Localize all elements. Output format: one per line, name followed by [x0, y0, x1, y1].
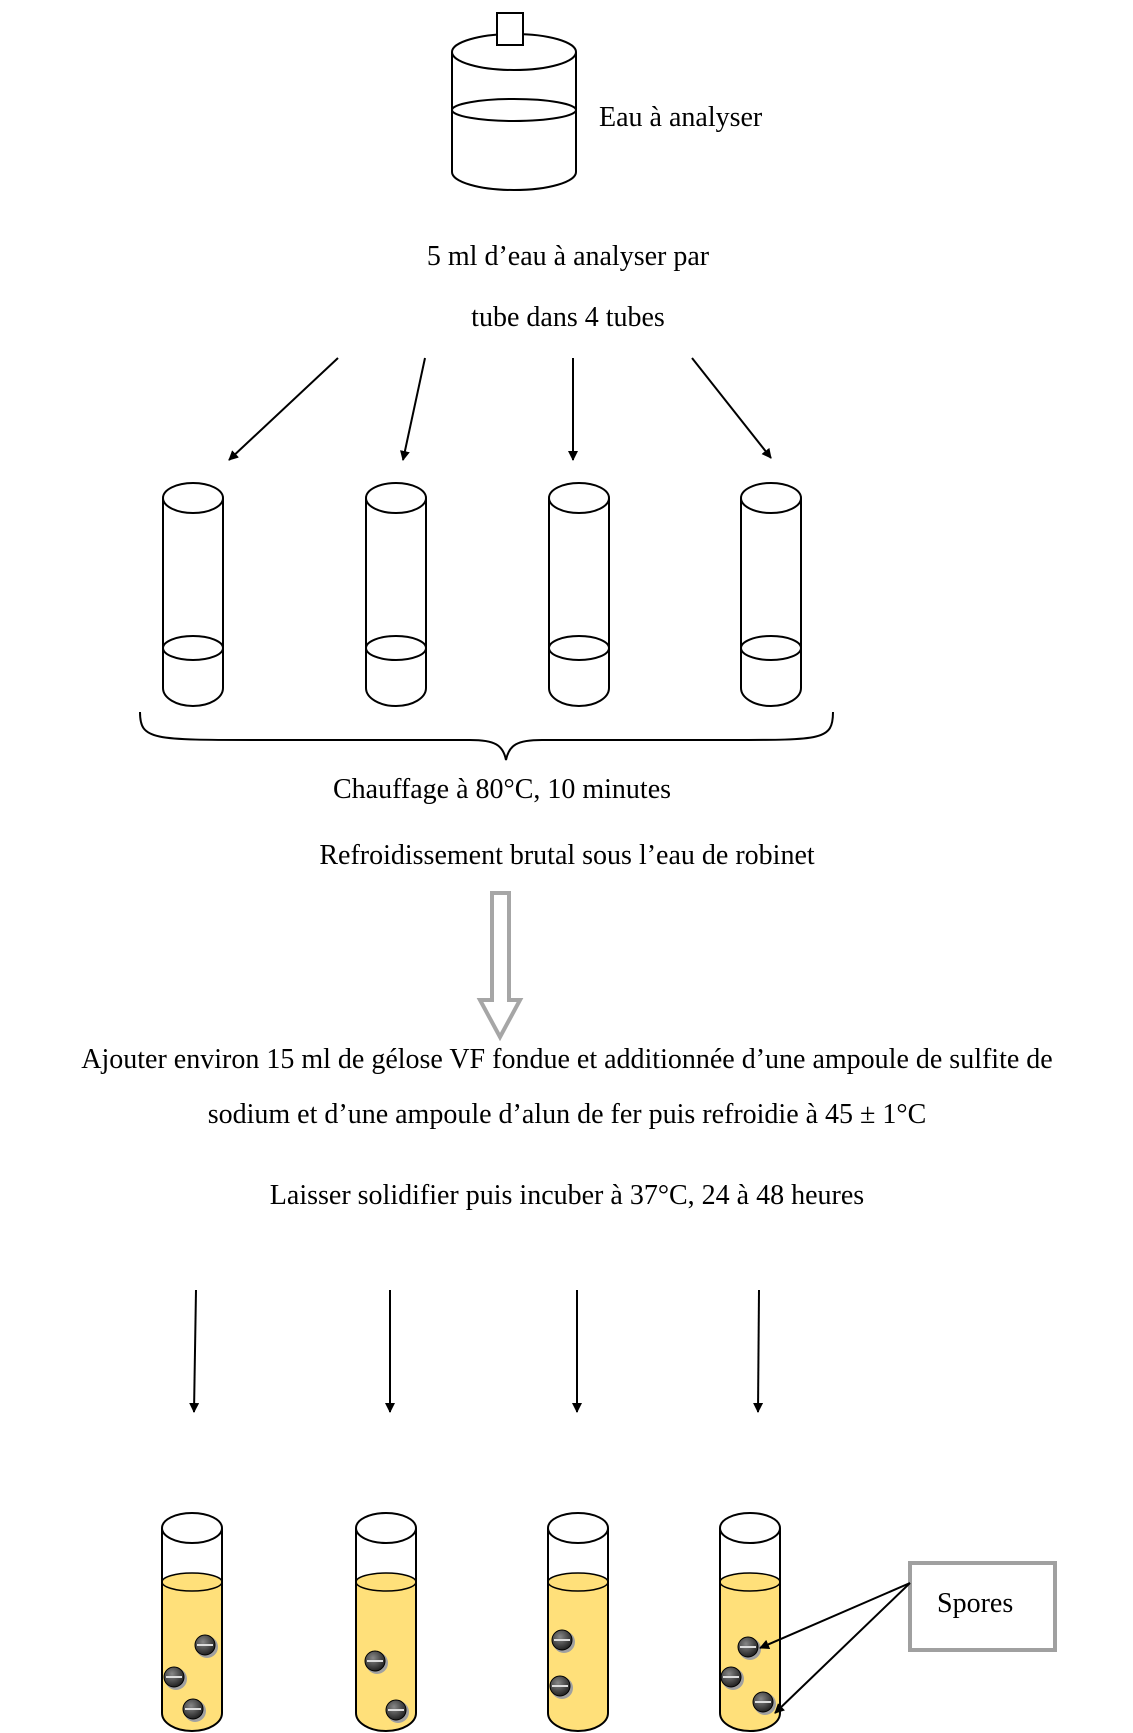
arrow-to-tube-1	[228, 357, 339, 461]
agar-tube-3	[547, 1512, 609, 1732]
test-tubes-water	[162, 482, 802, 707]
water-tube-4	[740, 482, 802, 707]
pointer-upper-spore	[759, 1582, 911, 1650]
spores-pointer-arrows	[759, 1582, 911, 1714]
grouping-brace	[139, 711, 834, 761]
heating-step: Chauffage à 80°C, 10 minutes	[332, 774, 672, 805]
spore-dot	[182, 1698, 206, 1722]
step1-line2: tube dans 4 tubes	[471, 302, 665, 333]
arrow-to-agar-tube-4	[753, 1289, 764, 1413]
spore-dot	[737, 1636, 761, 1660]
cooling-step: Refroidissement brutal sous l’eau de rob…	[319, 840, 815, 871]
test-tubes-agar	[161, 1512, 781, 1732]
agar-tube-2	[355, 1512, 417, 1732]
distribution-arrows	[228, 357, 772, 461]
arrow-to-tube-4	[691, 357, 772, 459]
spore-dot	[385, 1699, 409, 1723]
spores-label: Spores	[937, 1588, 1014, 1619]
spore-dot	[549, 1675, 573, 1699]
incubation-step: Laisser solidifier puis incuber à 37°C, …	[269, 1180, 865, 1211]
spore-dot	[752, 1691, 776, 1715]
water-tube-1	[162, 482, 224, 707]
hollow-down-arrow	[476, 891, 524, 1042]
step1-line1: 5 ml d’eau à analyser par	[426, 241, 710, 272]
agar-tube-1	[161, 1512, 223, 1732]
spore-dot	[551, 1629, 575, 1653]
water-tube-3	[548, 482, 610, 707]
source-label: Eau à analyser	[599, 102, 763, 133]
spore-dot	[163, 1666, 187, 1690]
spore-dot	[364, 1650, 388, 1674]
arrow-to-agar-tube-1	[189, 1289, 200, 1413]
incubation-arrows	[189, 1289, 764, 1413]
spores-callout-box	[908, 1561, 1057, 1652]
agar-step-line2: sodium et d’une ampoule d’alun de fer pu…	[207, 1099, 927, 1130]
agar-step-line1: Ajouter environ 15 ml de gélose VF fondu…	[81, 1044, 1053, 1075]
water-bottle-icon	[451, 12, 578, 191]
pointer-lower-spore	[774, 1582, 911, 1714]
arrow-to-tube-2	[400, 357, 426, 461]
water-tube-2	[365, 482, 427, 707]
spore-dot	[720, 1666, 744, 1690]
spore-dot	[194, 1634, 218, 1658]
agar-tube-4	[719, 1512, 781, 1732]
